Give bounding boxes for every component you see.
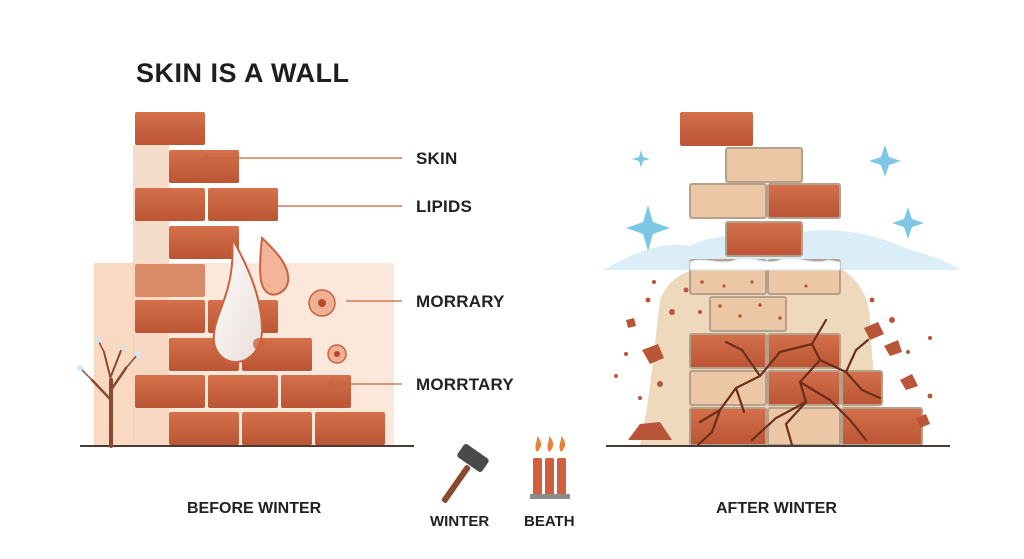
brick <box>242 412 312 445</box>
page-title: SKIN IS A WALL <box>136 58 350 88</box>
label-morrary: MORRARY <box>416 292 505 311</box>
leader-dot <box>328 381 334 387</box>
brick <box>169 412 239 445</box>
before-wall <box>80 112 414 447</box>
brick <box>169 226 239 259</box>
leader-dot <box>203 155 209 161</box>
lipid-dot <box>253 338 265 350</box>
overlay-edge <box>94 263 134 445</box>
brick <box>208 375 278 408</box>
label-lipids: LIPIDS <box>416 197 472 216</box>
brick <box>135 300 205 333</box>
brick <box>135 112 205 145</box>
brick <box>135 264 205 297</box>
tree-icon <box>77 337 141 448</box>
label-morrtary: MORRTARY <box>416 375 514 394</box>
cracks <box>696 318 882 447</box>
caption-winter: WINTER <box>430 513 490 530</box>
brick <box>767 183 841 219</box>
brick-tan <box>725 147 803 183</box>
brick-tan <box>709 296 787 332</box>
brick <box>725 221 803 257</box>
brick <box>315 412 385 445</box>
lipid-drop-small <box>259 235 290 296</box>
brick <box>689 407 767 446</box>
after-wall <box>603 112 960 447</box>
leader-dot <box>270 203 276 209</box>
snowflake-icon <box>626 145 924 251</box>
heater-icon <box>530 436 570 499</box>
brick-tan <box>767 407 841 446</box>
brick-tan <box>689 370 767 406</box>
mortar-cell-core <box>318 299 326 307</box>
brick <box>208 188 278 221</box>
mortar-cell-core <box>334 351 340 357</box>
caption-before-winter: BEFORE WINTER <box>187 500 322 517</box>
brick <box>281 375 351 408</box>
caption-beath: BEATH <box>524 513 575 530</box>
brick <box>689 333 767 369</box>
rubble <box>614 280 933 440</box>
brick <box>680 112 753 146</box>
brick-tan <box>689 183 767 219</box>
brick <box>135 375 205 408</box>
snow-cap <box>689 257 841 271</box>
brick <box>767 333 841 369</box>
caption-after-winter: AFTER WINTER <box>716 500 837 517</box>
brick <box>841 370 883 406</box>
brick <box>169 150 239 183</box>
brick <box>135 188 205 221</box>
label-skin: SKIN <box>416 149 458 168</box>
hammer-icon <box>441 444 489 503</box>
lipid-drop-large <box>212 237 264 364</box>
